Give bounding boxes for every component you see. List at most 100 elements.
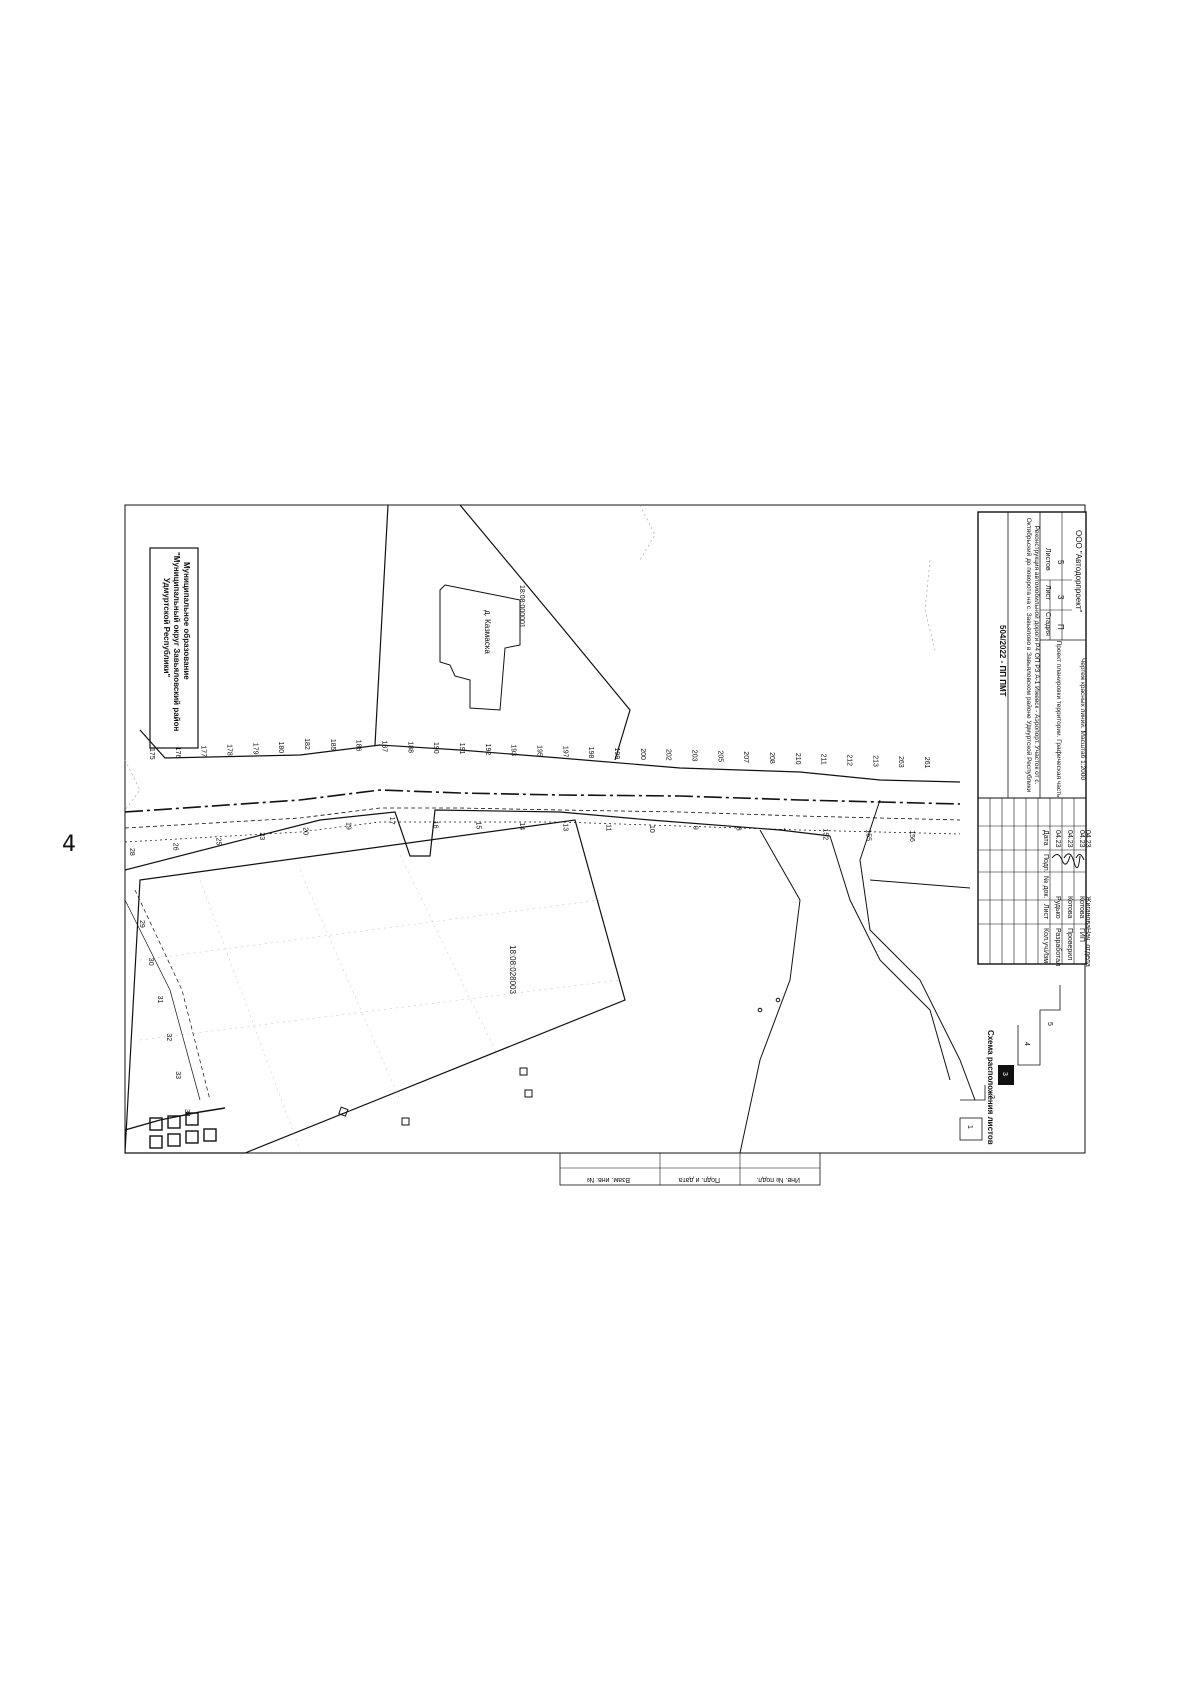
- svg-text:Котова: Котова: [1066, 896, 1073, 918]
- point-label: 191: [458, 743, 465, 755]
- road-edge-north: [139, 729, 961, 783]
- point-label: 193: [510, 744, 517, 756]
- svg-text:Лист: Лист: [1042, 904, 1049, 920]
- svg-text:Изм.: Изм.: [1042, 950, 1049, 965]
- point-label: 11: [605, 824, 612, 831]
- point-label: 23: [258, 832, 265, 840]
- point-label: 156: [908, 830, 915, 842]
- point-label: 187: [381, 741, 388, 753]
- point-label: 13: [561, 823, 568, 831]
- village-building: [439, 584, 521, 711]
- svg-text:"Муниципальный округ Завьяловс: "Муниципальный округ Завьяловский район: [172, 552, 181, 731]
- point-label: 10: [648, 825, 655, 833]
- svg-text:5: 5: [1046, 1022, 1053, 1026]
- point-label: 28: [128, 848, 135, 856]
- point-label: 199: [613, 748, 620, 760]
- page-number: 4: [62, 832, 76, 857]
- svg-text:Инв. № подл.: Инв. № подл.: [756, 1176, 800, 1183]
- svg-text:Проверил: Проверил: [1066, 928, 1073, 960]
- svg-text:04.23: 04.23: [1084, 830, 1091, 848]
- point-label: 8: [735, 827, 742, 831]
- svg-text:3: 3: [1001, 1072, 1008, 1076]
- svg-text:Стадия: Стадия: [1044, 612, 1051, 636]
- svg-text:Котова: Котова: [1078, 896, 1085, 918]
- svg-text:2: 2: [988, 1095, 995, 1099]
- svg-text:Разработал: Разработал: [1054, 928, 1062, 966]
- residential-block: [124, 1107, 226, 1149]
- svg-text:4: 4: [1023, 1042, 1030, 1046]
- svg-text:ГИП: ГИП: [1078, 928, 1085, 942]
- point-label: 16: [431, 821, 438, 829]
- point-label: 211: [820, 754, 827, 765]
- stream: [739, 799, 976, 1154]
- small-markers: [338, 997, 781, 1126]
- svg-text:П: П: [1056, 624, 1065, 630]
- point-label: 15: [475, 822, 482, 830]
- point-label: 185: [329, 739, 336, 751]
- signatures: [1051, 853, 1085, 869]
- point-label: 186: [355, 740, 362, 752]
- svg-text:Удмуртской Республики": Удмуртской Республики": [162, 578, 171, 678]
- point-label: 34: [183, 1109, 190, 1117]
- point-label: 210: [794, 753, 801, 765]
- point-label: 202: [665, 749, 672, 761]
- point-label: 14: [518, 822, 525, 830]
- point-label: 31: [156, 996, 163, 1004]
- svg-text:Подп. и дата: Подп. и дата: [679, 1176, 720, 1183]
- svg-text:Лист: Лист: [1044, 585, 1051, 601]
- point-label: 203: [691, 750, 698, 762]
- point-label: 208: [768, 752, 775, 764]
- svg-text:04.23: 04.23: [1054, 830, 1061, 848]
- point-label: 29: [138, 920, 145, 928]
- point-label: 32: [165, 1033, 172, 1041]
- point-label: 195: [536, 745, 543, 757]
- svg-text:ООО "Автодорпроект": ООО "Автодорпроект": [1074, 530, 1083, 612]
- point-label: 17: [388, 817, 395, 825]
- svg-text:Схема расположения листов: Схема расположения листов: [986, 1030, 995, 1145]
- svg-text:5: 5: [1056, 560, 1065, 565]
- point-label: 152: [821, 829, 828, 841]
- municipality-box: Муниципальное образование "Муниципальный…: [149, 547, 199, 749]
- point-label: 19: [345, 822, 352, 830]
- village-label: д. Казмаска: [483, 610, 492, 654]
- side-stamp: Инв. № подл. Подп. и дата Взам. инв. №: [559, 1152, 821, 1186]
- parcel-big: [124, 819, 626, 1154]
- point-label: 207: [742, 751, 749, 763]
- west-road: [124, 889, 211, 1101]
- point-label: 180: [277, 742, 284, 754]
- point-label: 200: [639, 748, 646, 760]
- red-line: [124, 789, 961, 813]
- point-label: 33: [174, 1071, 181, 1079]
- point-label: 7: [778, 828, 785, 832]
- svg-text:04.23: 04.23: [1078, 830, 1085, 848]
- point-label: 188: [406, 741, 413, 753]
- svg-text:3: 3: [1056, 595, 1065, 600]
- parcel-village-label: 18:08:000001: [518, 585, 525, 628]
- point-label: 213: [871, 755, 878, 767]
- point-label: 25: [215, 838, 222, 846]
- point-label: 179: [251, 743, 258, 755]
- road-axis: [124, 807, 961, 829]
- point-label: 261: [923, 757, 930, 769]
- grid-lines: [139, 854, 621, 1151]
- svg-text:1: 1: [966, 1125, 973, 1129]
- sheets-scheme: Схема расположения листов 1 2 3 4 5: [959, 985, 1061, 1145]
- parcel-boundary: [459, 504, 631, 761]
- point-label: 212: [846, 754, 853, 766]
- svg-text:Рудько: Рудько: [1054, 896, 1061, 919]
- point-label: 175: [148, 748, 155, 760]
- parcel-big-label: 18:08:028003: [508, 945, 517, 994]
- point-label: 176: [174, 747, 181, 759]
- svg-text:Взам. инв. №: Взам. инв. №: [587, 1176, 630, 1183]
- point-labels-west: 29 30 31 32 33 34: [138, 920, 190, 1117]
- point-label: 263: [897, 756, 904, 768]
- svg-text:04.23: 04.23: [1066, 830, 1073, 848]
- point-label: 205: [716, 751, 723, 763]
- point-label: 30: [147, 958, 154, 966]
- terrain-outline: [124, 504, 936, 811]
- road-edge-south: [124, 809, 831, 871]
- point-label: 177: [200, 745, 207, 757]
